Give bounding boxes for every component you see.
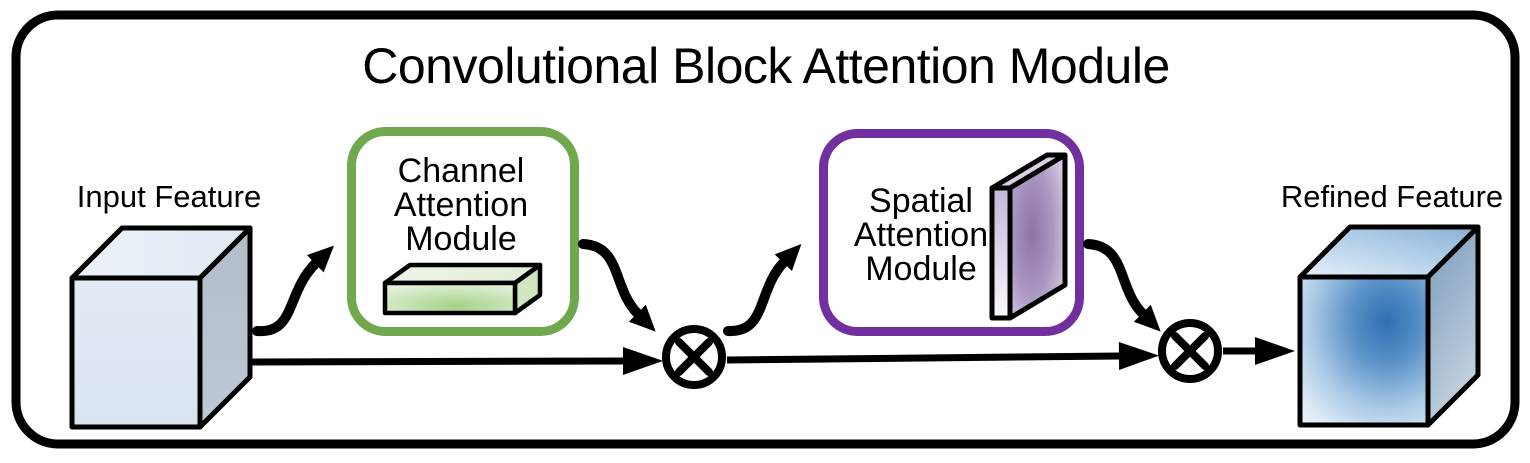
spatial-slab-front-face <box>989 185 1013 321</box>
input-feature-label: Input Feature <box>77 179 261 214</box>
channel-bar-front-face <box>382 280 518 316</box>
spatial-module-label-line1: Spatial <box>869 182 973 220</box>
channel-module-label-line1: Channel <box>398 152 525 190</box>
refined-cube-front-face <box>1297 274 1431 428</box>
arrow-input-to-channel <box>252 245 334 337</box>
page-title: Convolutional Block Attention Module <box>362 38 1170 94</box>
arrow-channel-to-multiply1 <box>578 239 656 332</box>
spatial-module-label-line3: Module <box>865 250 977 288</box>
channel-module-label-line2: Attention <box>394 186 528 224</box>
channel-attention-module: Channel Attention Module <box>347 127 579 336</box>
multiply1-cross <box>675 338 713 376</box>
input-feature-cube <box>69 225 253 430</box>
arrow-multiply1-to-spatial <box>723 243 802 337</box>
arrow-spatial-to-multiply2 <box>1083 239 1161 332</box>
spatial-attention-slab <box>989 152 1068 321</box>
channel-module-label-line3: Module <box>405 220 517 258</box>
channel-attention-bar <box>382 262 543 316</box>
line-input-to-multiply1 <box>251 347 663 376</box>
refined-feature-label: Refined Feature <box>1281 179 1503 214</box>
input-cube-front-face <box>69 275 203 430</box>
line-multiply1-to-multiply2 <box>726 342 1159 371</box>
multiply-icon <box>662 325 726 389</box>
multiply-icon <box>1158 319 1222 383</box>
multiply2-cross <box>1171 332 1209 370</box>
spatial-attention-module: Spatial Attention Module <box>819 129 1084 336</box>
refined-feature-cube <box>1297 224 1481 428</box>
module-outer-border <box>11 10 1520 449</box>
spatial-module-label-line2: Attention <box>854 216 988 254</box>
